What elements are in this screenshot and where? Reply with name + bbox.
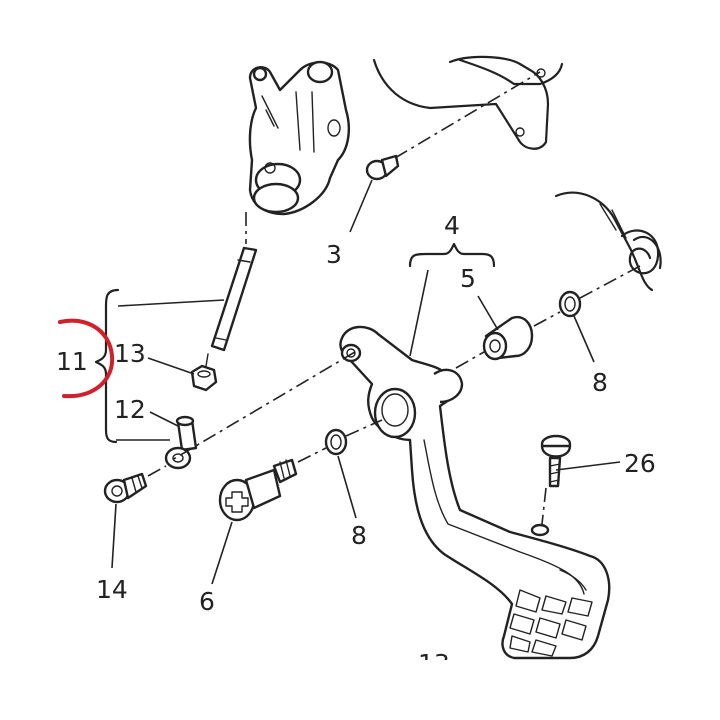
stop-bolt xyxy=(530,434,572,537)
label-8a: 8 xyxy=(592,368,608,397)
bracket-screw xyxy=(365,154,400,181)
return-spring xyxy=(554,191,662,292)
pedal-tread xyxy=(509,589,593,657)
bushing xyxy=(482,315,534,361)
nut xyxy=(190,364,218,392)
brace-4 xyxy=(408,242,496,268)
washer-upper xyxy=(558,290,582,318)
label-6: 6 xyxy=(199,587,215,616)
label-11: 11 xyxy=(56,347,88,376)
highlight-circle xyxy=(58,318,115,399)
label-3: 3 xyxy=(326,240,342,269)
label-26: 26 xyxy=(624,449,656,478)
label-13a: 13 xyxy=(114,339,146,368)
label-4: 4 xyxy=(444,211,460,240)
clevis xyxy=(164,415,198,470)
label-14: 14 xyxy=(96,575,128,604)
label-12: 12 xyxy=(114,395,146,424)
master-cylinder xyxy=(248,60,350,216)
assembly-axes xyxy=(147,71,641,525)
leader-lines xyxy=(111,179,621,585)
brace-11 xyxy=(94,288,120,444)
pivot-bolt-small xyxy=(103,472,148,504)
crop-edge xyxy=(400,660,480,700)
pedal-pivot-bolt xyxy=(218,458,298,522)
mounting-bracket xyxy=(372,55,564,150)
push-rod xyxy=(203,246,258,379)
label-8b: 8 xyxy=(351,521,367,550)
brake-pedal xyxy=(339,325,611,660)
label-5: 5 xyxy=(460,264,476,293)
washer-lower xyxy=(324,428,348,456)
